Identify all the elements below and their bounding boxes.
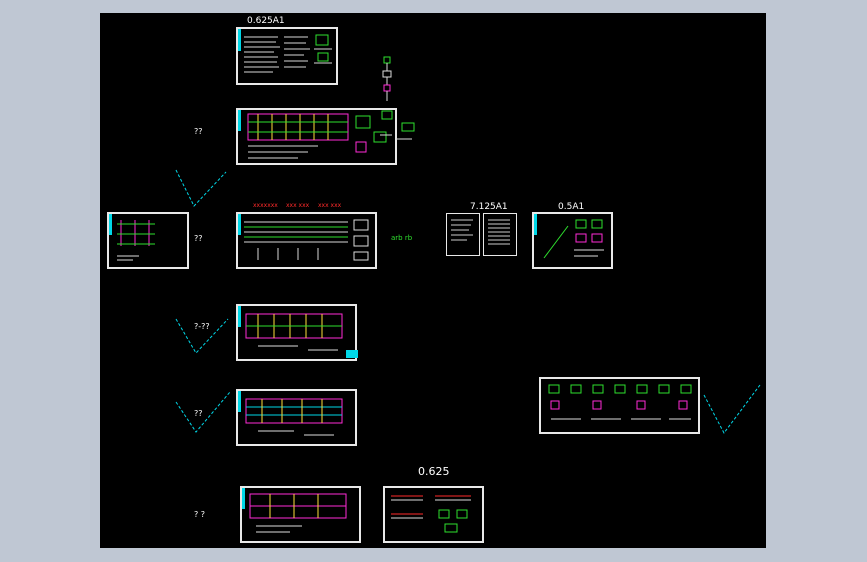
annotation-q4: ?? [194,409,203,418]
detail-column-small [382,56,392,101]
sheet-title-strip [238,110,241,132]
stair-drawing [543,219,604,259]
sheet-title-strip [242,488,245,510]
cyan-marker [346,350,358,358]
text-lines [488,219,510,245]
sheet-design-notes[interactable] [236,27,338,85]
check-mark-3 [175,391,231,433]
text-lines [451,219,473,241]
roof-plan-drawing [249,493,347,533]
column-detail-drawing [548,384,692,420]
sheet-column-details[interactable] [539,377,700,434]
check-mark-2 [175,318,229,354]
section-drawing [117,220,155,261]
sheet-floor-plan-1[interactable] [236,304,357,361]
sheet-title-strip [238,306,241,328]
red-note-2: xxx xxx [286,202,310,209]
scale-label-7125a1: 7.125A1 [470,202,508,212]
floor-plan-drawing [245,398,343,436]
grid-note: arb rb [391,234,413,242]
red-note-3: xxx xxx [318,202,342,209]
sheet-notes-lines [244,34,332,73]
sheet-title-strip [238,214,241,236]
scale-label-05a1: 0.5A1 [558,202,585,212]
sheet-text-notes-1[interactable] [446,213,480,256]
sheet-title-strip [534,214,537,236]
sheet-text-notes-2[interactable] [483,213,517,256]
annotation-q1: ?? [194,127,203,136]
scale-label-0625: 0.625 [418,465,450,478]
plan-grid [247,113,387,159]
sheet-title-strip [109,214,112,236]
check-mark-1 [175,169,227,207]
annotation-q3: ?-?? [194,322,210,331]
sheet-title-strip [238,29,241,51]
floor-plan-drawing [245,313,343,351]
annotation-q2: ?? [194,234,203,243]
sheet-stair-details[interactable] [532,212,613,269]
cad-drawing-canvas[interactable]: 0.625A1 [100,13,766,548]
detail-cluster-right [380,110,415,140]
sheet-floor-plan-2[interactable] [236,389,357,446]
roof-detail-drawing [391,495,471,533]
beam-drawing [244,219,369,261]
sheet-beam-reinforcement[interactable] [236,212,377,269]
scale-label-0625a1: 0.625A1 [247,16,285,26]
sheet-foundation-plan[interactable] [236,108,397,165]
sheet-roof-details[interactable] [383,486,484,543]
check-mark-4 [703,384,761,434]
sheet-title-strip [238,391,241,413]
sheet-roof-plan[interactable] [240,486,361,543]
red-note-1: xxxxxxx [253,202,278,209]
annotation-q5: ? ? [194,510,206,519]
sheet-left-section[interactable] [107,212,189,269]
